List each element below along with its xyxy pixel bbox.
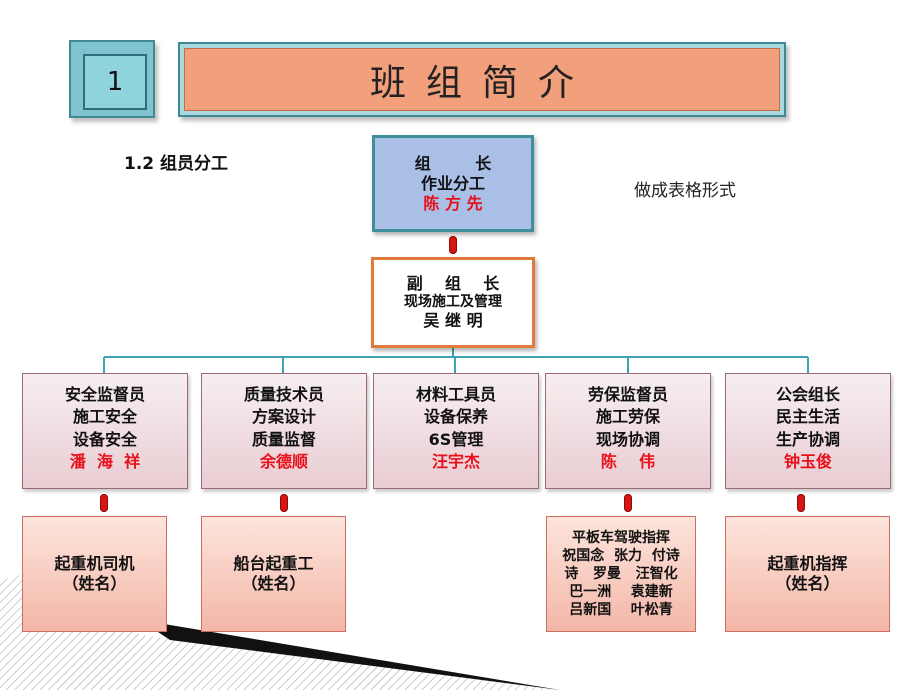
down-arrow-icon (797, 494, 805, 512)
slide-number: 1 (83, 54, 147, 110)
annotation-note: 做成表格形式 (634, 181, 736, 201)
role-line: 安全监督员 (64, 385, 145, 404)
role-line: 质量监督 (251, 429, 316, 449)
role-line: 现场协调 (595, 429, 660, 449)
sub-line: 船台起重工 (233, 554, 314, 573)
role-line: 6S管理 (428, 429, 484, 449)
role-line: 施工劳保 (595, 407, 660, 427)
role-member-name: 陈 伟 (600, 452, 656, 472)
down-arrow-icon (100, 494, 108, 512)
role-node-union: 公会组长 民主生活 生产协调 钟玉俊 (725, 373, 891, 489)
role-line: 施工安全 (72, 407, 137, 427)
sub-node-crane-driver: 起重机司机 （姓名） (22, 516, 167, 632)
deputy-duty: 现场施工及管理 (404, 293, 502, 310)
sub-line: 诗 罗曼 汪智化 (564, 565, 678, 582)
sub-line: （姓名） (775, 574, 840, 593)
leader-duty: 作业分工 (420, 173, 485, 193)
sub-node-flatbed-team: 平板车驾驶指挥 祝国念 张力 付诗 诗 罗曼 汪智化 巴一洲 袁建新 吕新国 叶… (546, 516, 696, 632)
role-node-labor: 劳保监督员 施工劳保 现场协调 陈 伟 (545, 373, 711, 489)
role-node-quality: 质量技术员 方案设计 质量监督 余德顺 (201, 373, 367, 489)
sub-line: （姓名） (62, 574, 127, 593)
sub-line: 起重机指挥 (767, 554, 848, 573)
slide-title: 班组简介 (184, 48, 780, 111)
sub-line: 吕新国 叶松青 (569, 602, 673, 619)
slide-number-badge: 1 (69, 40, 155, 118)
decorative-hatch (0, 570, 560, 690)
role-line: 质量技术员 (243, 385, 324, 404)
sub-line: 巴一洲 袁建新 (569, 584, 673, 601)
role-line: 公会组长 (775, 385, 840, 404)
section-subtitle: 1.2 组员分工 (124, 154, 229, 174)
sub-line: 平板车驾驶指挥 (572, 529, 670, 546)
sub-line: 祝国念 张力 付诗 (562, 547, 680, 564)
deputy-name: 吴 继 明 (423, 311, 483, 331)
down-arrow-icon (624, 494, 632, 512)
role-line: 材料工具员 (415, 385, 496, 404)
role-member-name: 余德顺 (259, 452, 308, 472)
down-arrow-icon (449, 236, 457, 254)
sub-node-slipway-crane: 船台起重工 （姓名） (201, 516, 346, 632)
deputy-node: 副 组 长 现场施工及管理 吴 继 明 (371, 257, 535, 348)
role-member-name: 潘 海 祥 (69, 452, 141, 472)
role-line: 民主生活 (775, 407, 840, 427)
role-line: 设备保养 (423, 407, 488, 427)
role-line: 生产协调 (775, 429, 840, 449)
role-line: 方案设计 (251, 407, 316, 427)
role-line: 设备安全 (72, 429, 137, 449)
role-member-name: 汪宇杰 (431, 452, 480, 472)
sub-line: （姓名） (241, 574, 306, 593)
title-banner: 班组简介 (178, 42, 786, 117)
role-node-safety: 安全监督员 施工安全 设备安全 潘 海 祥 (22, 373, 188, 489)
down-arrow-icon (280, 494, 288, 512)
leader-name: 陈 方 先 (423, 193, 483, 213)
role-member-name: 钟玉俊 (783, 452, 832, 472)
sub-line: 起重机司机 (54, 554, 135, 573)
role-line: 劳保监督员 (587, 385, 668, 404)
deputy-role: 副 组 长 (406, 273, 500, 293)
sub-node-crane-signaler: 起重机指挥 （姓名） (725, 516, 890, 632)
role-node-materials: 材料工具员 设备保养 6S管理 汪宇杰 (373, 373, 539, 489)
leader-node: 组 长 作业分工 陈 方 先 (372, 135, 534, 232)
leader-role: 组 长 (414, 153, 492, 173)
